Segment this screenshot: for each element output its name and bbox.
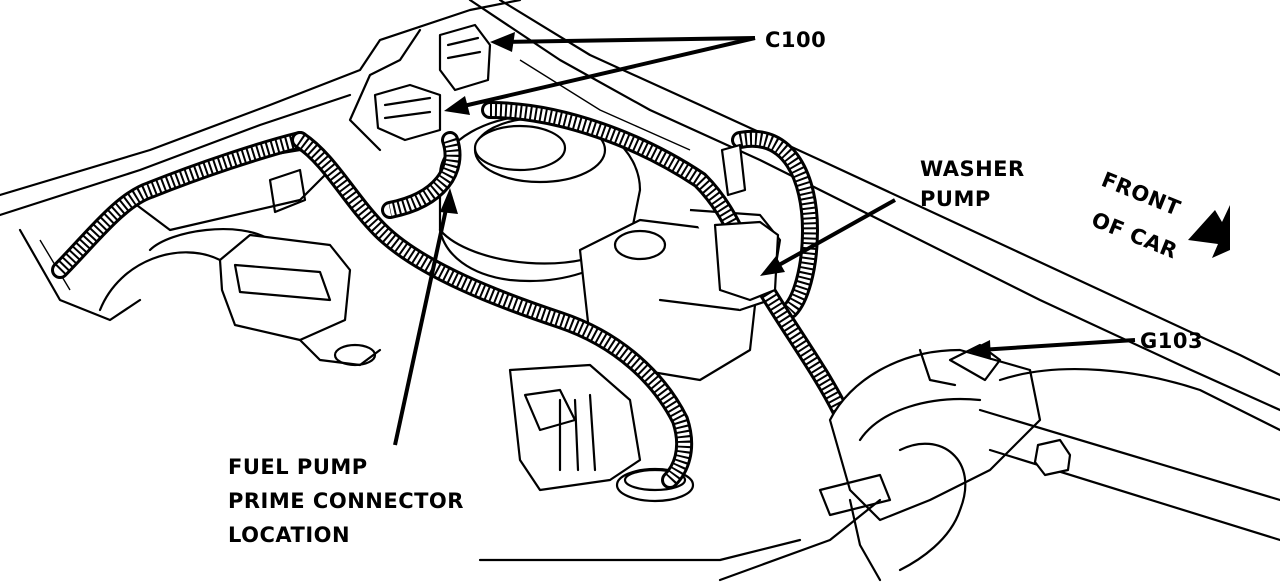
left-harness (51, 131, 309, 279)
brake-reservoir (218, 168, 382, 367)
label-g103: G103 (1140, 329, 1203, 353)
c100-connectors (348, 23, 492, 152)
label-fuel-line2: PRIME CONNECTOR (228, 489, 464, 513)
right-fender (718, 343, 1280, 582)
main-harness (291, 101, 867, 489)
label-fuel-line1: FUEL PUMP (228, 455, 368, 479)
engine-block (478, 208, 802, 562)
label-washer-line1: WASHER (920, 157, 1025, 181)
c100-arrows (444, 32, 756, 115)
firewall (468, 0, 1280, 412)
label-fuel-line3: LOCATION (228, 523, 350, 547)
air-cleaner (438, 113, 642, 282)
front-of-car-arrow-icon (1188, 205, 1230, 258)
label-c100: C100 (765, 28, 826, 52)
washer-pump (713, 143, 780, 302)
label-washer-line2: PUMP (920, 187, 991, 211)
fuel-pump-connector-arrow (393, 188, 458, 446)
g103-arrow (968, 338, 1136, 360)
washer-pump-arrow (760, 198, 896, 276)
